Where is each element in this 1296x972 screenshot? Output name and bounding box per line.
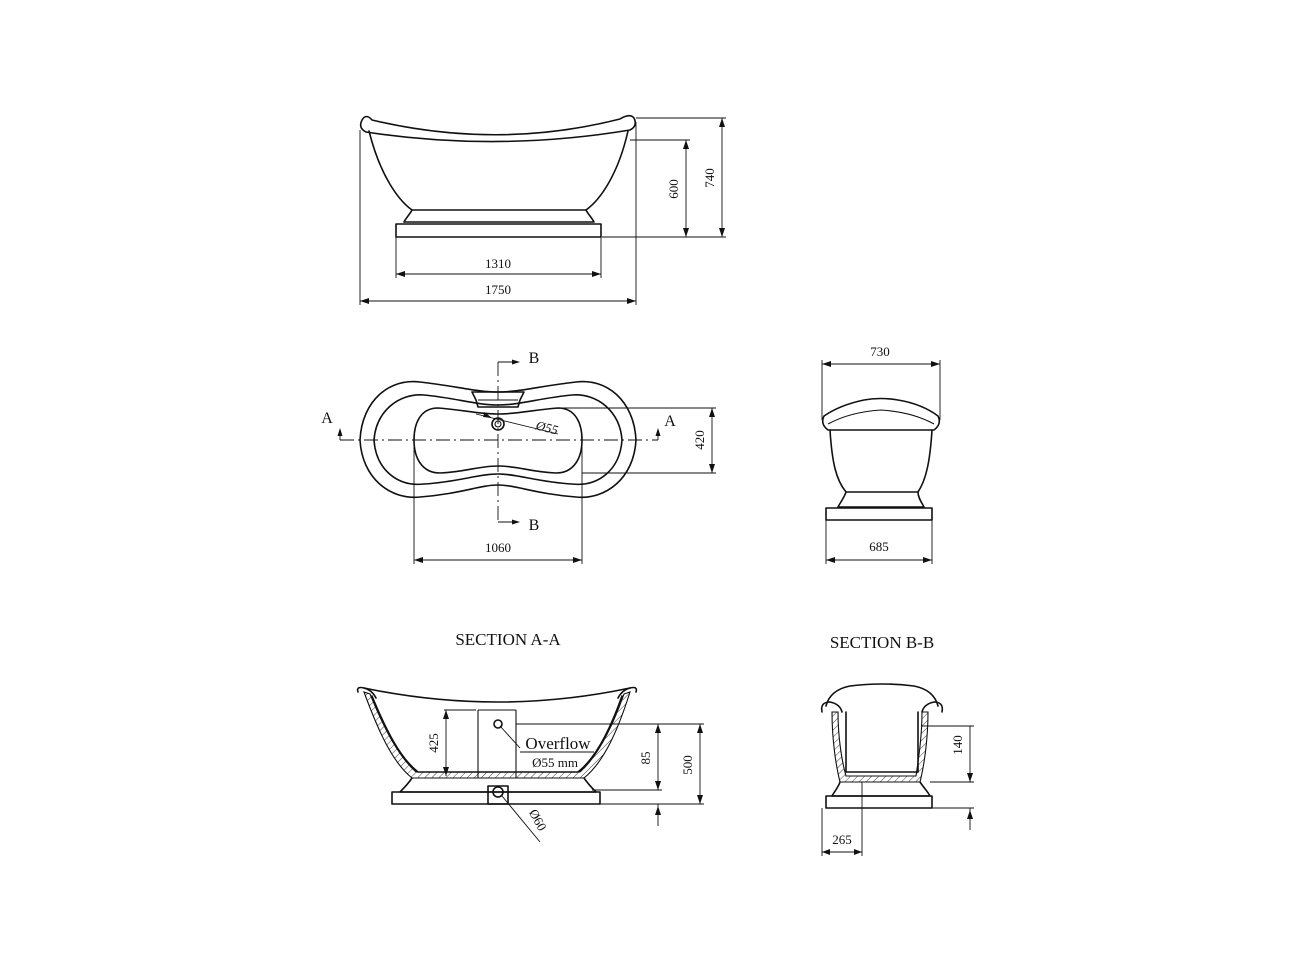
section-bb-top-curve: [825, 683, 939, 707]
dim-rim-height: 600: [666, 179, 681, 199]
dim-depth: 140: [950, 735, 965, 755]
end-view-rim: [821, 397, 941, 431]
overflow-diameter: Ø55 mm: [532, 755, 578, 770]
end-view-pedestal: [837, 491, 925, 508]
elevation-view: 1310 1750 600 740: [359, 114, 726, 305]
dim-offset: 265: [832, 832, 852, 847]
section-bb-view: SECTION B-B 140 265: [820, 633, 974, 856]
dim-base-length: 1310: [485, 256, 511, 271]
end-view-body: [829, 429, 933, 493]
section-aa-title: SECTION A-A: [455, 630, 561, 649]
dim-height: 500: [680, 755, 695, 775]
plan-view: A A B B Ø55 420 1060: [321, 350, 716, 564]
dim-end-base-width: 685: [869, 539, 889, 554]
plan-outer-rim: [359, 380, 637, 499]
section-a-marker-right: A: [664, 413, 676, 430]
section-bb-shell: [831, 711, 929, 783]
section-a-marker-left: A: [321, 410, 333, 427]
elevation-pedestal: [403, 209, 595, 223]
section-aa-top-edge: [363, 687, 631, 703]
dim-overflow-height: 85: [638, 752, 653, 765]
dim-inner-length: 1060: [485, 540, 511, 555]
dim-drain: Ø55: [533, 417, 560, 437]
dim-length: 1750: [485, 282, 511, 297]
section-b-marker-top: B: [529, 350, 540, 367]
end-view: 730 685: [821, 344, 941, 564]
plan-inner-rim: [373, 394, 623, 486]
section-b-marker-bottom: B: [529, 517, 540, 534]
plan-faucet-deck: [471, 391, 525, 408]
section-bb-title: SECTION B-B: [830, 633, 934, 652]
elevation-base: [395, 223, 602, 238]
section-bb-pedestal: [831, 781, 931, 797]
elevation-rim-outer: [359, 114, 637, 143]
section-aa-overflow-hole: [493, 719, 503, 729]
dim-total-height: 740: [702, 168, 717, 188]
dim-end-width: 730: [870, 344, 890, 359]
section-aa-view: SECTION A-A Overflow Ø55 mm Ø60 425: [356, 630, 704, 843]
section-aa-base: [391, 791, 601, 805]
dim-inner-depth: 425: [426, 733, 441, 753]
end-view-base: [825, 507, 933, 521]
elevation-bowl: [368, 130, 629, 211]
section-bb-base: [825, 795, 933, 809]
plan-basin: [413, 407, 583, 474]
section-aa-shell: [363, 691, 631, 779]
section-aa-pedestal: [399, 777, 597, 793]
overflow-label: Overflow: [525, 734, 591, 753]
section-aa-waste: [487, 785, 509, 805]
dim-inner-width: 420: [692, 430, 707, 450]
